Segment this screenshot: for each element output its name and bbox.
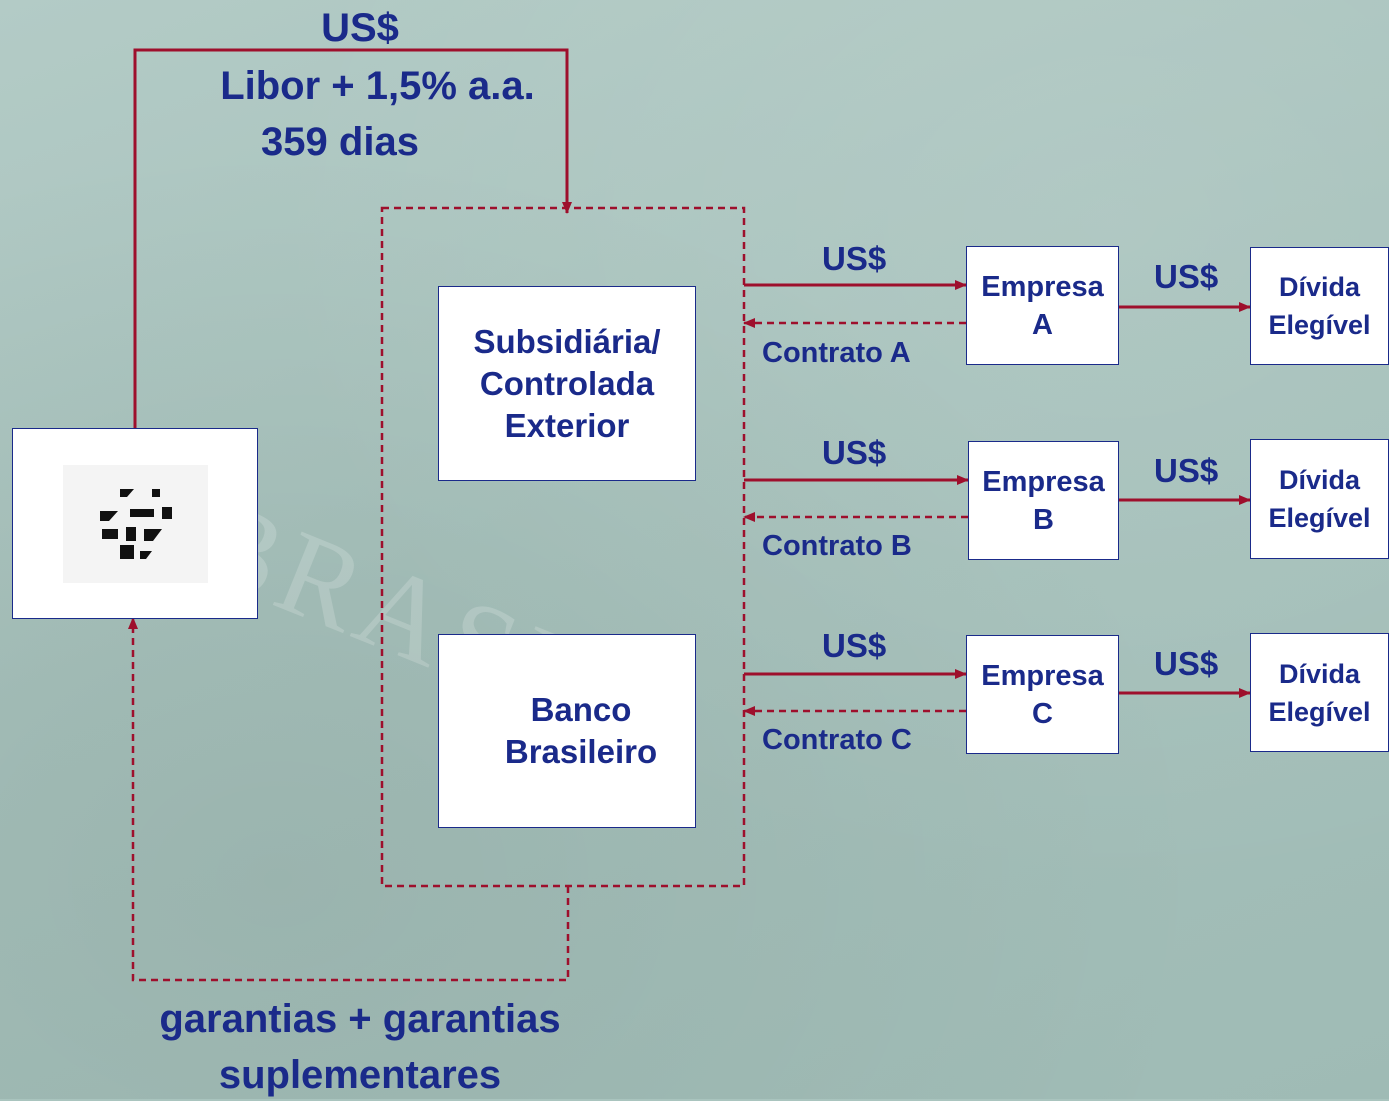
bank-line-2: Brasileiro [504, 733, 658, 770]
debt-flow-label-b: US$ [1154, 452, 1219, 489]
top-rate-label: Libor + 1,5% a.a. [220, 64, 535, 108]
debt-c-line-2: Elegível [1268, 696, 1371, 727]
bndes-box [12, 428, 258, 619]
group-dashed-frame [380, 206, 746, 888]
company-a-line-1: Empresa [981, 270, 1104, 303]
top-flow-line [133, 48, 572, 428]
logo-frame [62, 464, 208, 583]
guarantees-line [128, 617, 570, 982]
guarantees-label-line-2: suplementares [218, 1053, 502, 1097]
debt-c-line-1: Dívida [1278, 658, 1361, 689]
company-c-line-1: Empresa [981, 659, 1104, 692]
flow-label-c: US$ [822, 627, 887, 664]
top-term-label: 359 dias [261, 120, 419, 164]
company-box-a: Empresa A [966, 246, 1119, 365]
flow-label-b: US$ [822, 434, 887, 471]
bndes-logo-icon [100, 488, 172, 559]
subsidiary-line-1: Subsidiária/ [473, 322, 661, 360]
company-a-line-2: A [1032, 308, 1053, 341]
company-c-line-2: C [1032, 697, 1053, 730]
company-box-c: Empresa C [966, 635, 1119, 754]
debt-b-line-2: Elegível [1268, 503, 1371, 533]
debt-box-c: Dívida Elegível [1250, 633, 1389, 752]
company-b-line-2: B [1033, 503, 1054, 536]
flow-label-a: US$ [822, 240, 887, 277]
bank-box: Banco Brasileiro [438, 634, 696, 828]
company-b-line-1: Empresa [982, 465, 1105, 498]
contract-label-a: Contrato A [762, 337, 911, 369]
contract-label-b: Contrato B [762, 530, 912, 562]
subsidiary-line-2: Controlada [479, 364, 655, 402]
debt-box-b: Dívida Elegível [1250, 439, 1389, 559]
contract-label-c: Contrato C [762, 724, 912, 756]
debt-a-line-1: Dívida [1278, 272, 1361, 302]
bank-line-1: Banco [530, 691, 632, 728]
debt-b-line-1: Dívida [1278, 465, 1361, 495]
guarantees-label-line-1: garantias + garantias [159, 997, 561, 1041]
debt-flow-label-a: US$ [1154, 258, 1219, 295]
debt-flow-label-c: US$ [1154, 645, 1219, 682]
subsidiary-line-3: Exterior [504, 406, 630, 444]
top-currency-label: US$ [321, 6, 399, 50]
company-box-b: Empresa B [968, 441, 1119, 560]
debt-box-a: Dívida Elegível [1250, 247, 1389, 365]
subsidiary-box: Subsidiária/ Controlada Exterior [438, 286, 696, 481]
debt-a-line-2: Elegível [1268, 310, 1371, 340]
